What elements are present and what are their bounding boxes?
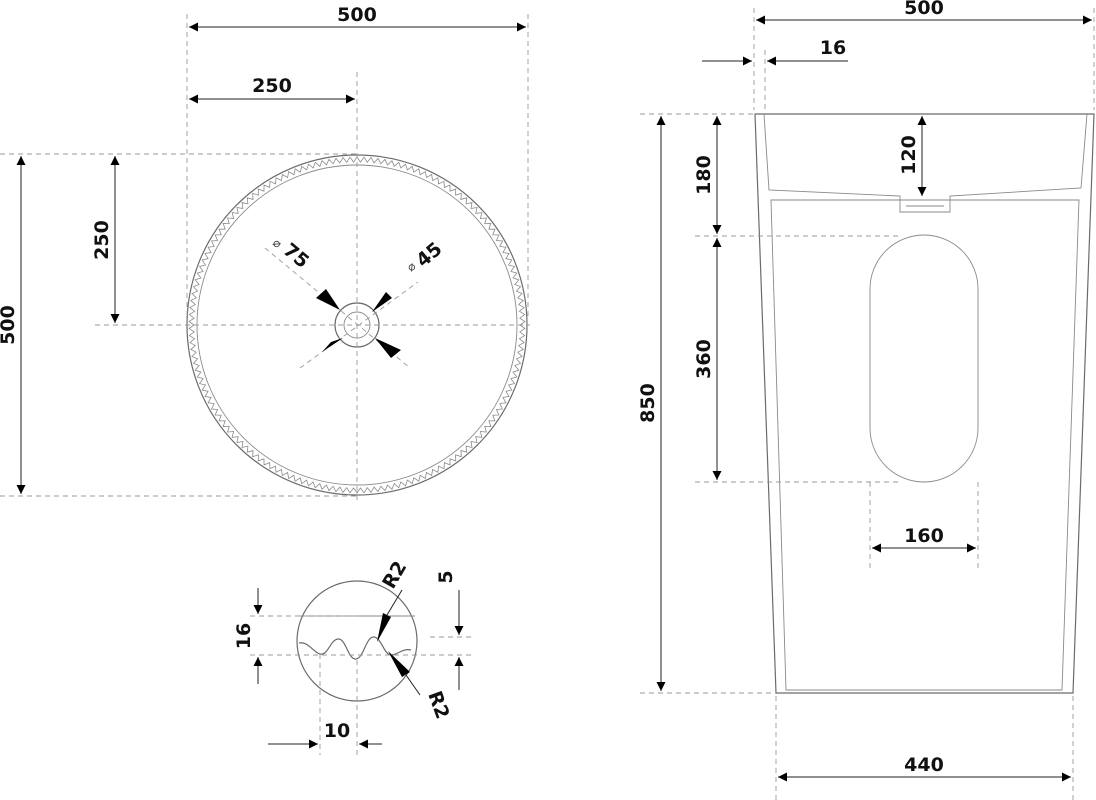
side-view: 500 16 120 180 360 850 160 440 [637, 0, 1095, 800]
drain-inner-label: 45 [412, 238, 446, 272]
dim-rim-16: 16 [820, 37, 846, 59]
dim-bowl-120: 120 [898, 135, 920, 175]
drain-outer-symbol: ⌀ [270, 236, 285, 251]
dim-side-500: 500 [904, 0, 944, 19]
dim-pitch-10: 10 [324, 720, 350, 742]
drain-leader-2 [299, 281, 419, 369]
radius-arrow-top [377, 613, 391, 642]
drain-arrow-4 [375, 338, 401, 358]
dim-edge-16: 16 [233, 623, 255, 649]
detail-wave [298, 636, 412, 660]
drain-outer-label: 75 [279, 239, 313, 273]
body-inner [770, 199, 1080, 691]
dim-height-500: 500 [0, 305, 19, 345]
dim-slot-160: 160 [904, 525, 944, 547]
dim-groove-5: 5 [435, 570, 457, 583]
dim-base-440: 440 [904, 754, 944, 776]
dim-slot-360: 360 [693, 339, 715, 379]
radius-leader-top [386, 589, 403, 616]
drain-arrow-2 [322, 338, 343, 352]
body-outer [754, 113, 1095, 694]
dim-width-250: 250 [252, 75, 292, 97]
drain-arrow-3 [372, 292, 392, 312]
dim-height-250: 250 [91, 220, 113, 260]
dim-width-500: 500 [337, 4, 377, 26]
dim-top-180: 180 [693, 155, 715, 195]
dim-total-850: 850 [637, 383, 659, 423]
drain-arrow-1 [316, 289, 340, 310]
top-view: 500 250 500 250 ⌀ 75 ⌀ 45 [0, 4, 530, 500]
radius-label-bottom: R2 [423, 688, 453, 722]
radius-arrow-bottom [388, 651, 410, 677]
radius-leader-bottom [405, 674, 421, 696]
bowl-profile [763, 113, 1088, 213]
edge-detail: 16 5 10 R2 R2 [233, 557, 475, 755]
oval-opening [869, 234, 979, 483]
